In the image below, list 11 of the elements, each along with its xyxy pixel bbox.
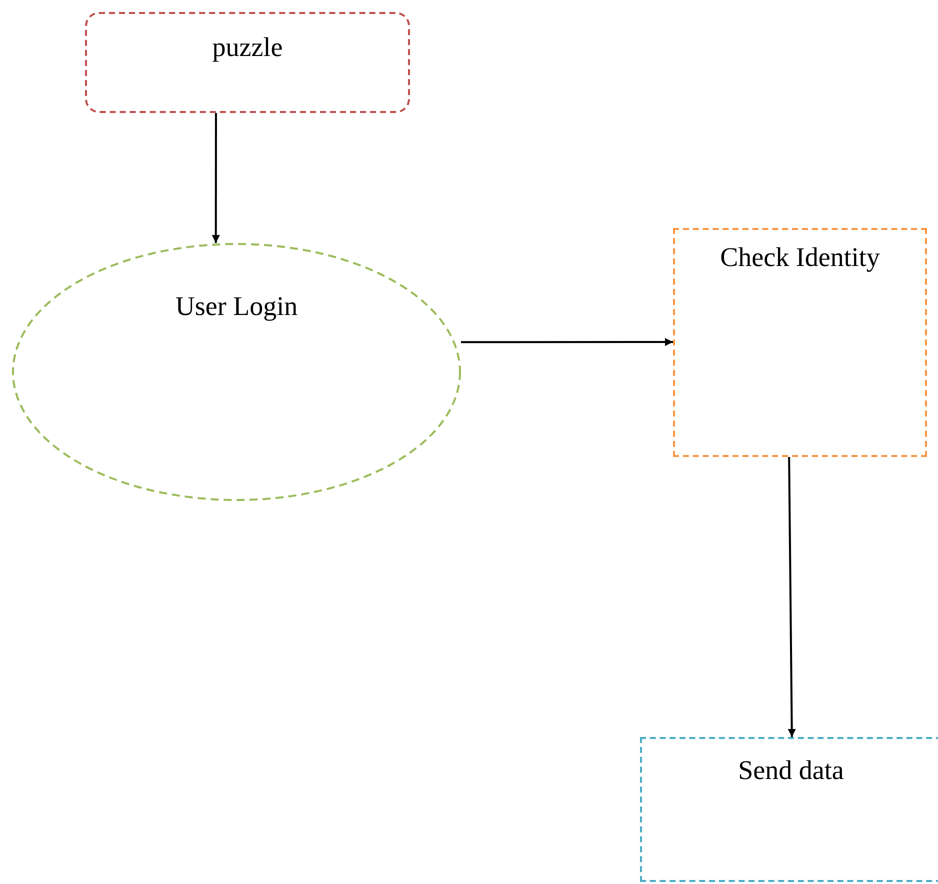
ellipse: [12, 243, 461, 501]
node-label: User Login: [175, 291, 298, 322]
arrow: [212, 113, 220, 243]
node-label: Check Identity: [720, 242, 880, 273]
process-box: [673, 228, 927, 457]
process-box: [640, 737, 938, 882]
rounded-box: [85, 12, 410, 113]
arrow: [461, 338, 673, 346]
node-label: Send data: [738, 755, 844, 786]
node-label: puzzle: [212, 32, 283, 63]
arrow: [788, 456, 796, 738]
